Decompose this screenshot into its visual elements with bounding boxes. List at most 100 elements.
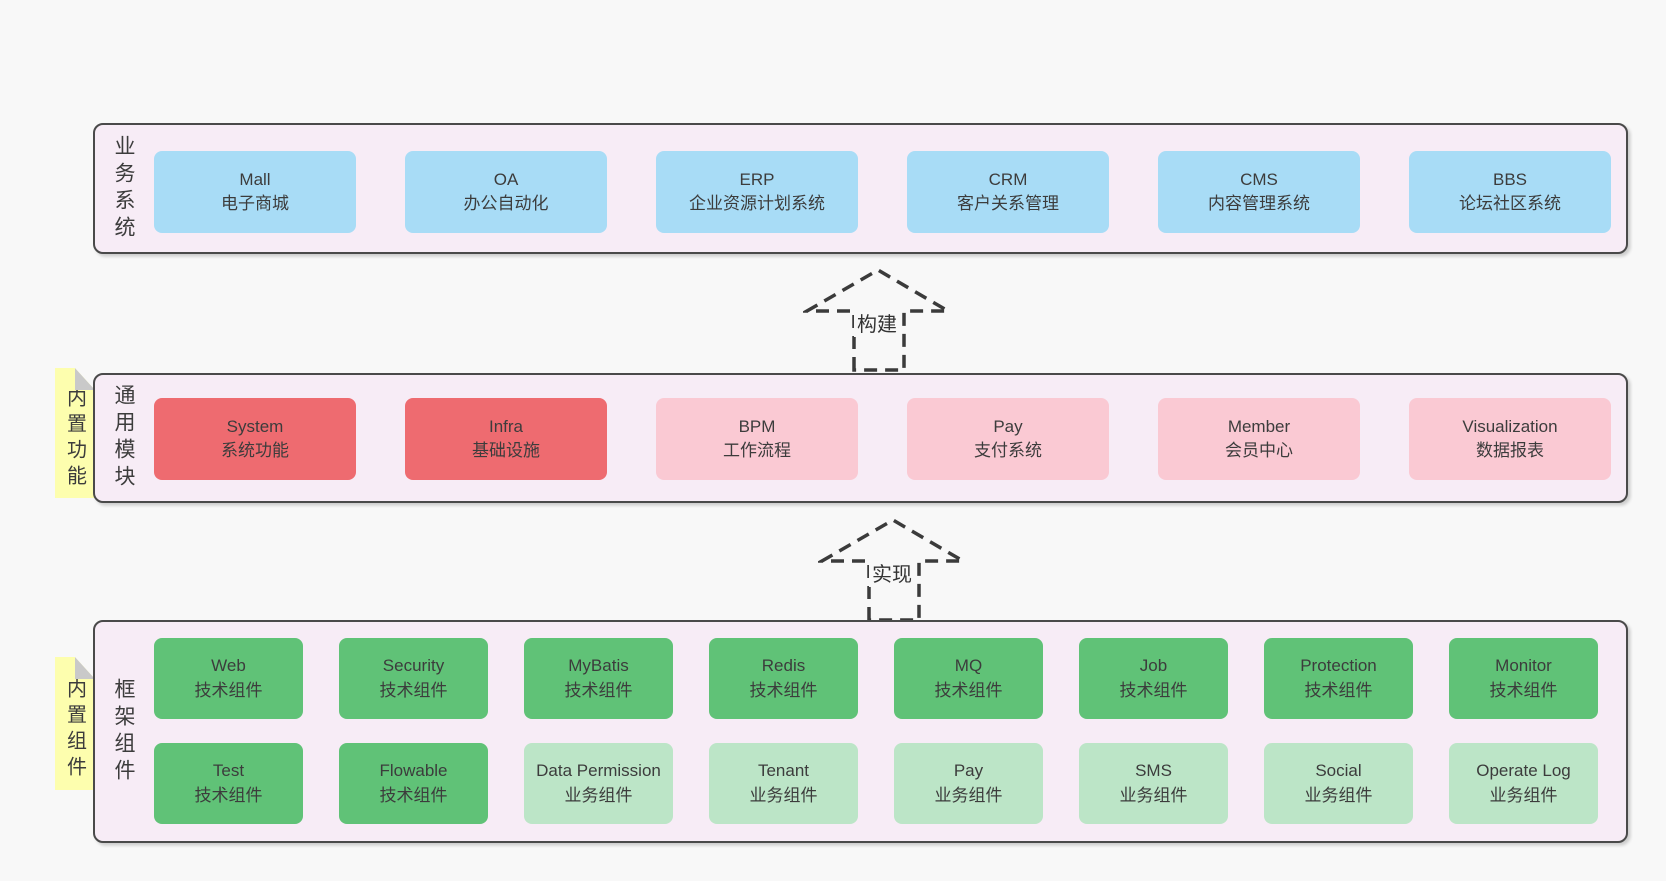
implement-arrow: 实现 (815, 514, 970, 622)
box-title: MQ (954, 656, 983, 676)
box-subtitle: 业务组件 (749, 785, 818, 805)
box-subtitle: 业务组件 (1489, 785, 1558, 805)
box-subtitle: 客户关系管理 (957, 194, 1059, 213)
box-title: CMS (1240, 169, 1278, 189)
box-title: ERP (739, 169, 775, 189)
box-subtitle: 业务组件 (934, 785, 1003, 805)
box-title: Pay (953, 761, 984, 781)
box-title: BBS (1492, 169, 1528, 189)
box-cms: CMS 内容管理系统 (1158, 151, 1360, 233)
box-title: Web (211, 656, 246, 676)
box-title: Member (1227, 416, 1291, 436)
box-subtitle: 支付系统 (974, 441, 1042, 460)
folded-corner-icon (75, 368, 95, 390)
box-title: Tenant (757, 761, 810, 781)
box-job: Job 技术组件 (1079, 638, 1228, 719)
panel-row: System 系统功能 Infra 基础设施 BPM 工作流程 Pay 支付系统… (154, 398, 1611, 480)
box-subtitle: 办公自动化 (463, 194, 549, 213)
common-modules-panel: 通用模块 System 系统功能 Infra 基础设施 BPM 工作流程 Pay… (93, 373, 1628, 503)
arrow-label: 实现 (869, 558, 915, 587)
box-title: BPM (738, 416, 776, 436)
box-visualization: Visualization 数据报表 (1409, 398, 1611, 480)
box-subtitle: 内容管理系统 (1208, 194, 1310, 213)
box-mall: Mall 电子商城 (154, 151, 356, 233)
box-subtitle: 业务组件 (564, 785, 633, 805)
box-subtitle: 技术组件 (1489, 680, 1558, 700)
box-subtitle: 技术组件 (934, 680, 1003, 700)
box-subtitle: 技术组件 (749, 680, 818, 700)
box-title: Flowable (379, 761, 448, 781)
box-title: Job (1139, 656, 1168, 676)
box-subtitle: 技术组件 (379, 785, 448, 805)
box-subtitle: 技术组件 (1304, 680, 1373, 700)
box-subtitle: 电子商城 (221, 194, 289, 213)
box-title: Operate Log (1476, 761, 1571, 781)
box-social: Social 业务组件 (1264, 743, 1413, 824)
box-crm: CRM 客户关系管理 (907, 151, 1109, 233)
box-subtitle: 工作流程 (723, 441, 791, 460)
box-tenant: Tenant 业务组件 (709, 743, 858, 824)
box-redis: Redis 技术组件 (709, 638, 858, 719)
build-arrow: 构建 (800, 264, 955, 372)
box-subtitle: 技术组件 (379, 680, 448, 700)
arrow-label: 构建 (854, 308, 900, 337)
box-security: Security 技术组件 (339, 638, 488, 719)
box-sms: SMS 业务组件 (1079, 743, 1228, 824)
box-subtitle: 技术组件 (194, 785, 263, 805)
box-title: OA (493, 169, 519, 189)
panel-label: 框架组件 (112, 677, 135, 786)
box-member: Member 会员中心 (1158, 398, 1360, 480)
box-oa: OA 办公自动化 (405, 151, 607, 233)
box-title: System (226, 416, 284, 436)
box-subtitle: 技术组件 (194, 680, 263, 700)
box-pay-biz: Pay 业务组件 (894, 743, 1043, 824)
box-subtitle: 企业资源计划系统 (689, 194, 825, 213)
box-subtitle: 数据报表 (1476, 441, 1544, 460)
box-system: System 系统功能 (154, 398, 356, 480)
panel-row: Mall 电子商城 OA 办公自动化 ERP 企业资源计划系统 CRM 客户关系… (154, 151, 1611, 233)
box-test: Test 技术组件 (154, 743, 303, 824)
sticky-note-built-in-features: 内置功能 (55, 368, 95, 498)
box-title: Data Permission (536, 761, 661, 781)
sticky-note-label: 内置组件 (63, 677, 86, 782)
box-title: Monitor (1495, 656, 1552, 676)
box-subtitle: 技术组件 (1119, 680, 1188, 700)
folded-corner-icon (75, 657, 95, 679)
box-monitor: Monitor 技术组件 (1449, 638, 1598, 719)
box-bbs: BBS 论坛社区系统 (1409, 151, 1611, 233)
box-infra: Infra 基础设施 (405, 398, 607, 480)
box-subtitle: 业务组件 (1119, 785, 1188, 805)
box-bpm: BPM 工作流程 (656, 398, 858, 480)
box-subtitle: 基础设施 (472, 441, 540, 460)
box-subtitle: 论坛社区系统 (1459, 194, 1561, 213)
box-title: Infra (488, 416, 524, 436)
box-title: MyBatis (568, 656, 629, 676)
box-title: Pay (993, 416, 1023, 436)
box-subtitle: 会员中心 (1225, 441, 1293, 460)
panel-row: Web 技术组件 Security 技术组件 MyBatis 技术组件 Redi… (154, 638, 1598, 719)
box-title: Visualization (1462, 416, 1558, 436)
box-pay: Pay 支付系统 (907, 398, 1109, 480)
box-title: Test (212, 761, 245, 781)
box-subtitle: 技术组件 (564, 680, 633, 700)
box-operate-log: Operate Log 业务组件 (1449, 743, 1598, 824)
box-erp: ERP 企业资源计划系统 (656, 151, 858, 233)
panel-label: 业务系统 (112, 134, 135, 243)
panel-row: Test 技术组件 Flowable 技术组件 Data Permission … (154, 743, 1598, 824)
sticky-note-label: 内置功能 (63, 387, 86, 491)
sticky-note-built-in-components: 内置组件 (55, 657, 95, 790)
box-mq: MQ 技术组件 (894, 638, 1043, 719)
box-title: Security (382, 656, 445, 676)
framework-components-panel: 框架组件 Web 技术组件 Security 技术组件 MyBatis 技术组件… (93, 620, 1628, 843)
panel-label: 通用模块 (112, 384, 135, 492)
box-title: Mall (239, 169, 271, 189)
box-subtitle: 系统功能 (221, 441, 289, 460)
box-mybatis: MyBatis 技术组件 (524, 638, 673, 719)
box-title: Protection (1300, 656, 1377, 676)
business-systems-panel: 业务系统 Mall 电子商城 OA 办公自动化 ERP 企业资源计划系统 CRM… (93, 123, 1628, 254)
box-web: Web 技术组件 (154, 638, 303, 719)
box-title: CRM (988, 169, 1028, 189)
box-flowable: Flowable 技术组件 (339, 743, 488, 824)
box-title: Redis (761, 656, 806, 676)
